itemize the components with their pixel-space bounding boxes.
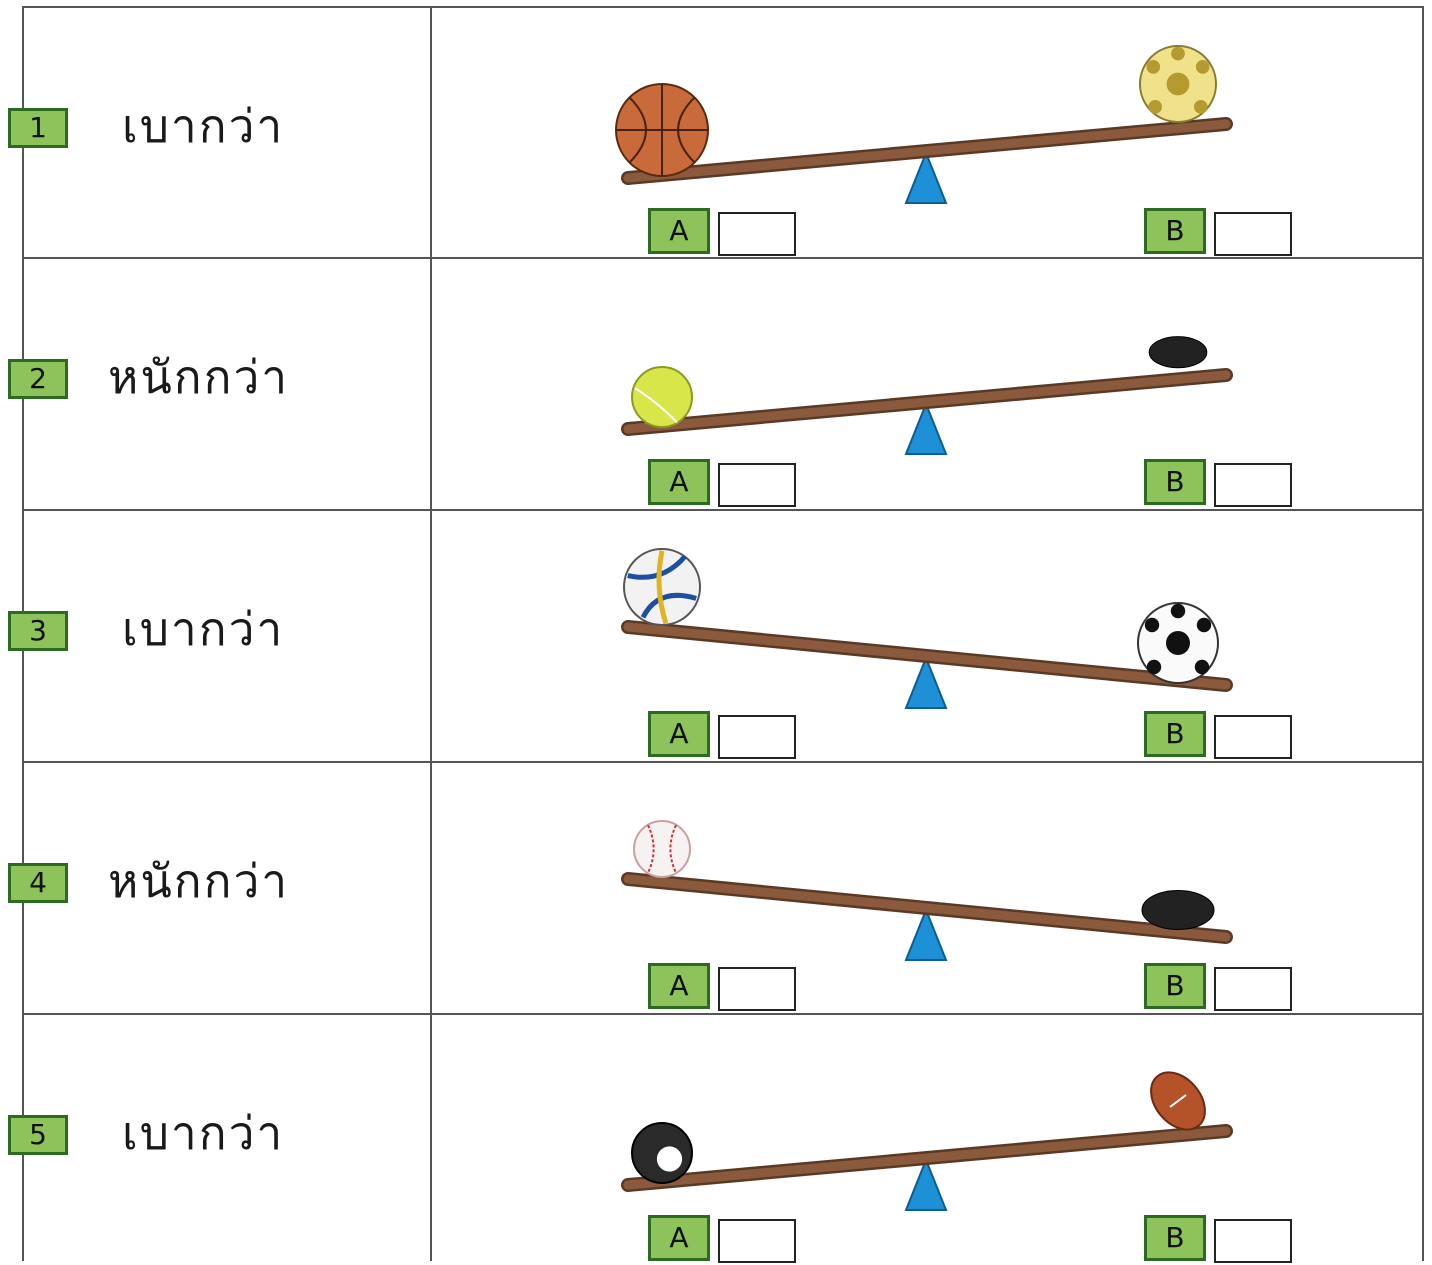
fulcrum xyxy=(904,401,948,455)
soccer-ball-yellow-icon xyxy=(1139,45,1217,123)
row-divider xyxy=(22,509,1424,511)
option-a-label: A xyxy=(648,208,710,254)
option-a-answer-box[interactable] xyxy=(718,212,796,256)
question-number-badge: 4 xyxy=(8,863,68,903)
fulcrum xyxy=(904,655,948,709)
tennis-ball-icon xyxy=(631,366,693,428)
hockey-puck-icon xyxy=(1148,336,1208,369)
option-a-label: A xyxy=(648,963,710,1009)
seesaw xyxy=(621,336,1233,455)
option-b-answer-box[interactable] xyxy=(1214,212,1292,256)
option-b-answer-box[interactable] xyxy=(1214,463,1292,507)
hockey-puck-icon xyxy=(1141,890,1215,930)
seesaw-plank xyxy=(623,874,1231,942)
option-a-answer-box[interactable] xyxy=(718,715,796,759)
option-a-label: A xyxy=(648,1215,710,1261)
option-a-answer-box[interactable] xyxy=(718,463,796,507)
table-border-right xyxy=(1422,6,1424,1261)
option-b-label: B xyxy=(1144,711,1206,757)
option-b-label: B xyxy=(1144,459,1206,505)
column-divider xyxy=(430,6,432,1261)
basketball-icon xyxy=(615,83,709,177)
fulcrum xyxy=(904,150,948,204)
football-icon xyxy=(1150,1071,1206,1131)
option-b-label: B xyxy=(1144,963,1206,1009)
seesaw-plank xyxy=(623,622,1231,690)
option-b-label: B xyxy=(1144,1215,1206,1261)
seesaw xyxy=(615,45,1233,204)
fulcrum xyxy=(904,907,948,961)
option-b-answer-box[interactable] xyxy=(1214,715,1292,759)
table-border-top xyxy=(22,6,1424,8)
question-prompt: หนักกว่า xyxy=(108,350,290,404)
option-b-label: B xyxy=(1144,208,1206,254)
option-b-answer-box[interactable] xyxy=(1214,1219,1292,1263)
soccer-ball-icon xyxy=(1137,602,1219,684)
baseball-icon xyxy=(633,820,691,878)
row-divider xyxy=(22,257,1424,259)
option-b-answer-box[interactable] xyxy=(1214,967,1292,1011)
seesaw-plank xyxy=(623,1126,1231,1190)
row-divider xyxy=(22,761,1424,763)
fulcrum xyxy=(904,1157,948,1211)
seesaw-plank xyxy=(623,119,1231,183)
volleyball-icon xyxy=(623,548,701,626)
question-number-badge: 1 xyxy=(8,108,68,148)
seesaw xyxy=(621,820,1233,961)
question-number-badge: 5 xyxy=(8,1115,68,1155)
option-a-answer-box[interactable] xyxy=(718,1219,796,1263)
question-number-badge: 2 xyxy=(8,359,68,399)
option-a-answer-box[interactable] xyxy=(718,967,796,1011)
question-number-badge: 3 xyxy=(8,611,68,651)
billiard-ball-icon xyxy=(631,1122,693,1184)
row-divider xyxy=(22,1013,1424,1015)
option-a-label: A xyxy=(648,711,710,757)
question-prompt: เบากว่า xyxy=(122,602,285,656)
seesaw-plank xyxy=(623,370,1231,434)
question-prompt: เบากว่า xyxy=(122,99,285,153)
question-prompt: หนักกว่า xyxy=(108,854,290,908)
seesaw xyxy=(621,1071,1233,1211)
question-prompt: เบากว่า xyxy=(122,1106,285,1160)
option-a-label: A xyxy=(648,459,710,505)
seesaw xyxy=(621,548,1233,709)
